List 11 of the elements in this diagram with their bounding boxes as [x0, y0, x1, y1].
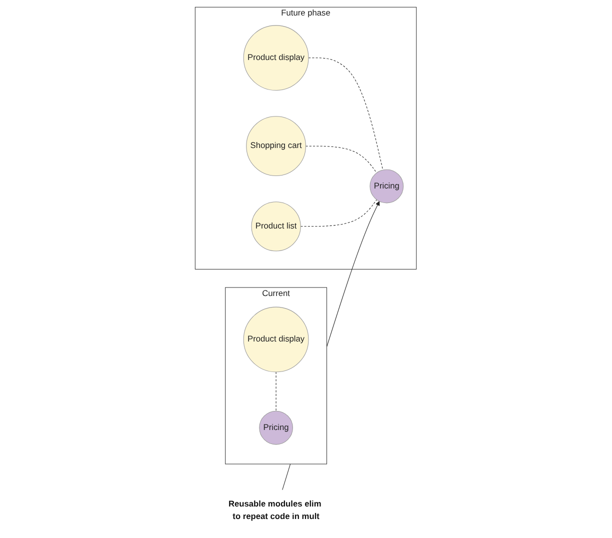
connector: [308, 58, 384, 170]
node-circle: Product display: [244, 25, 309, 91]
connector: [306, 146, 378, 174]
node-circle: Product list: [251, 202, 302, 252]
node-circle: Shopping cart: [246, 116, 306, 176]
node-circle: Pricing: [259, 410, 294, 445]
node-circle: Product display: [244, 306, 309, 372]
connector: [300, 199, 378, 227]
node-text: Reusable modules elim to repeat code in mult: [228, 500, 322, 521]
node-circle: Pricing: [370, 169, 404, 204]
connector: [276, 372, 277, 412]
